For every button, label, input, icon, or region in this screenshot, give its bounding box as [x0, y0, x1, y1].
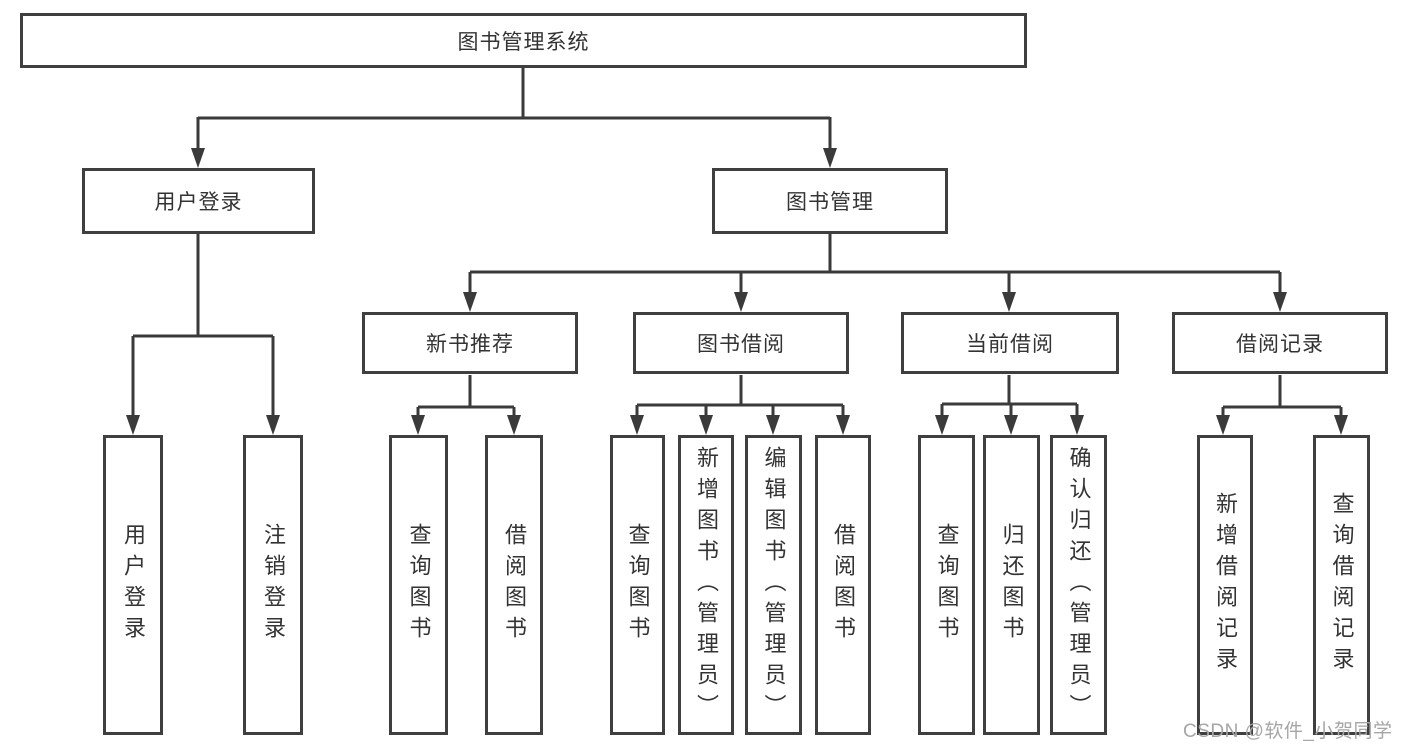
node-new-book-recommend: 新书推荐 [362, 312, 578, 374]
leaf-label: 注销登录 [261, 523, 286, 647]
node-label: 当前借阅 [966, 333, 1054, 356]
arrowhead-icons [126, 148, 1348, 435]
leaf-borrow-books-recommend: 借阅图书 [485, 435, 543, 735]
node-borrow-record: 借阅记录 [1172, 312, 1388, 374]
leaf-label: 借阅图书 [831, 523, 856, 647]
leaf-label: 编辑图书（管理员） [761, 445, 787, 725]
leaf-label: 查询借阅记录 [1329, 492, 1355, 678]
leaf-query-books-current: 查询图书 [918, 435, 975, 735]
leaf-add-borrow-record: 新增借阅记录 [1197, 435, 1253, 735]
leaf-query-borrow-record: 查询借阅记录 [1313, 435, 1370, 735]
leaf-query-books-borrow: 查询图书 [610, 435, 665, 735]
leaf-query-books-recommend: 查询图书 [389, 435, 448, 735]
node-current-borrow: 当前借阅 [901, 312, 1119, 374]
leaf-label: 查询图书 [934, 523, 960, 647]
node-label: 图书管理系统 [457, 30, 590, 54]
leaf-label: 借阅图书 [502, 523, 527, 647]
leaf-logout-login: 注销登录 [243, 435, 303, 735]
leaf-return-books: 归还图书 [983, 435, 1040, 735]
leaf-edit-books-admin: 编辑图书（管理员） [745, 435, 802, 735]
leaf-label: 新增图书（管理员） [694, 445, 719, 725]
leaf-label: 用户登录 [121, 523, 146, 647]
node-label: 新书推荐 [426, 333, 514, 356]
node-book-management: 图书管理 [712, 168, 948, 234]
leaf-label: 查询图书 [406, 523, 432, 647]
leaf-label: 查询图书 [625, 523, 651, 647]
leaf-borrow-books: 借阅图书 [815, 435, 871, 735]
leaf-add-books-admin: 新增图书（管理员） [678, 435, 734, 735]
node-user-login: 用户登录 [82, 168, 315, 234]
node-library-management-system: 图书管理系统 [20, 13, 1027, 68]
watermark-text: CSDN @软件_小贺同学 [1183, 721, 1393, 742]
node-label: 借阅记录 [1236, 333, 1324, 356]
node-label: 图书管理 [786, 191, 874, 214]
node-label: 图书借阅 [697, 333, 785, 356]
node-label: 用户登录 [154, 191, 243, 214]
node-book-borrow: 图书借阅 [633, 312, 849, 374]
leaf-label: 归还图书 [999, 523, 1025, 647]
leaf-label: 确认归还（管理员） [1066, 445, 1092, 725]
leaf-user-login: 用户登录 [103, 435, 163, 735]
leaf-confirm-return-admin: 确认归还（管理员） [1050, 435, 1107, 735]
leaf-label: 新增借阅记录 [1213, 492, 1238, 678]
